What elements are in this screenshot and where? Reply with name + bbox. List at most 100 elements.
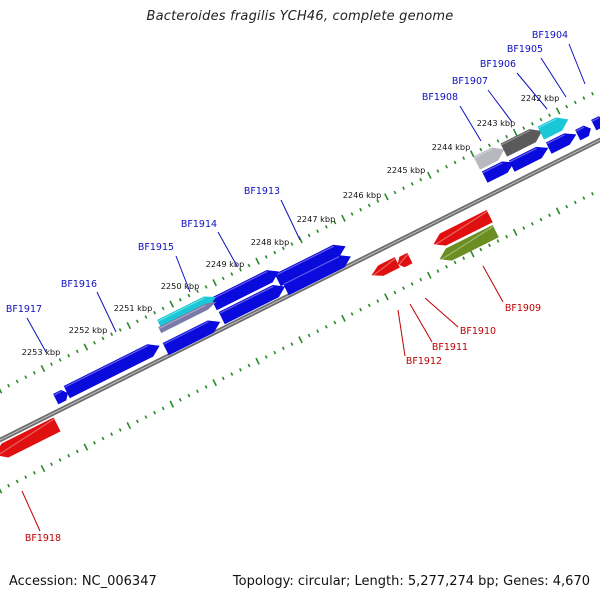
lower-tick-mark xyxy=(204,385,208,389)
lower-tick-mark xyxy=(187,393,191,398)
upper-tick-mark xyxy=(50,362,53,367)
lower-tick-mark xyxy=(539,217,543,222)
upper-tick-mark xyxy=(582,96,586,100)
lower-tick-mark xyxy=(290,342,294,346)
upper-tick-mark xyxy=(110,332,114,336)
gene-bf1913-lower xyxy=(282,255,351,296)
upper-tick-mark xyxy=(393,190,397,195)
upper-tick-mark xyxy=(67,353,71,358)
label-bf1906-leader xyxy=(516,72,548,110)
gene-bf1907 xyxy=(508,146,549,172)
lower-tick-mark xyxy=(101,436,105,441)
gene-bf1916-bevel xyxy=(64,345,149,388)
label-bf1912-leader xyxy=(397,309,406,357)
gene-bf1914-lower-bevel xyxy=(219,285,274,314)
upper-tick-mark xyxy=(350,212,354,216)
upper-tick-mark xyxy=(15,379,19,384)
label-bf1913-leader xyxy=(280,199,301,241)
upper-tick-mark xyxy=(426,171,432,179)
lower-tick-mark xyxy=(15,479,19,484)
upper-tick-mark xyxy=(187,293,191,298)
lower-tick-mark xyxy=(50,462,53,467)
upper-tick-mark xyxy=(453,160,457,165)
upper-tick-mark xyxy=(384,193,389,201)
upper-tick-mark xyxy=(290,242,294,246)
lower-tick-mark xyxy=(153,410,156,415)
label-bf1910-leader xyxy=(424,297,459,328)
gene-bf1904-bevel xyxy=(591,117,600,122)
lower-tick-mark xyxy=(161,406,165,411)
upper-tick-mark xyxy=(530,122,534,126)
upper-tick-mark xyxy=(196,289,199,294)
kbp-tick-label: 2247 kbp xyxy=(297,214,336,224)
kbp-tick-label: 2251 kbp xyxy=(114,303,153,313)
upper-tick-mark xyxy=(221,276,225,281)
upper-tick-mark xyxy=(93,340,96,345)
kbp-tick-label: 2252 kbp xyxy=(69,325,108,335)
gene-bf1907-bevel xyxy=(509,147,537,163)
lower-tick-mark xyxy=(496,239,500,243)
upper-tick-mark xyxy=(135,319,139,324)
lower-tick-mark xyxy=(426,271,432,279)
label-bf1913: BF1913 xyxy=(244,186,280,197)
upper-tick-mark xyxy=(505,134,509,139)
lower-tick-mark xyxy=(565,204,569,209)
upper-tick-mark xyxy=(238,268,242,272)
lower-tick-mark xyxy=(0,488,3,494)
lower-tick-mark xyxy=(393,290,397,295)
lower-tick-mark xyxy=(367,303,371,308)
lower-tick-mark xyxy=(212,379,217,387)
upper-tick-mark xyxy=(512,128,518,136)
upper-tick-mark xyxy=(496,139,500,143)
gene-bf1908 xyxy=(481,161,515,183)
lower-tick-mark xyxy=(384,293,389,301)
lower-tick-mark xyxy=(298,336,303,344)
upper-tick-mark xyxy=(376,199,380,203)
gene-bf1908-gray-bevel xyxy=(474,148,493,159)
lower-tick-mark xyxy=(264,355,268,359)
label-bf1904-leader xyxy=(568,43,586,85)
label-bf1918-leader xyxy=(21,490,41,532)
gene-bf1913-lower-bevel xyxy=(283,255,340,285)
upper-tick-mark xyxy=(212,279,217,287)
kbp-tick-label: 2242 kbp xyxy=(521,93,560,103)
gene-bf1906-cyan-bevel xyxy=(538,118,557,129)
label-bf1906: BF1906 xyxy=(480,59,516,70)
upper-tick-mark xyxy=(573,100,577,105)
upper-tick-mark xyxy=(58,358,62,362)
lower-tick-mark xyxy=(453,260,457,265)
lower-tick-mark xyxy=(135,419,139,424)
gene-bf1915-shadow-bevel xyxy=(158,304,206,329)
lower-tick-mark xyxy=(118,428,122,432)
upper-tick-mark xyxy=(40,364,46,373)
upper-tick-mark xyxy=(0,388,3,394)
lower-tick-mark xyxy=(359,307,363,312)
gene-bf1904 xyxy=(591,116,600,131)
lower-tick-mark xyxy=(479,247,483,252)
upper-tick-mark xyxy=(118,328,122,332)
label-bf1908: BF1908 xyxy=(422,92,458,103)
label-bf1912: BF1912 xyxy=(406,356,442,367)
upper-tick-mark xyxy=(32,371,36,375)
upper-tick-mark xyxy=(7,383,11,388)
label-bf1914: BF1914 xyxy=(181,219,217,230)
upper-tick-mark xyxy=(341,214,346,222)
upper-tick-mark xyxy=(462,156,466,160)
lower-tick-mark xyxy=(419,277,423,282)
upper-tick-mark xyxy=(83,343,89,351)
lower-tick-mark xyxy=(462,256,466,260)
label-bf1916-leader xyxy=(96,291,117,333)
upper-tick-mark xyxy=(522,126,526,130)
lower-tick-mark xyxy=(402,286,405,291)
label-bf1908-leader xyxy=(459,105,482,142)
gene-bf1918 xyxy=(0,417,61,458)
gene-bf1915-lower xyxy=(162,320,221,356)
gene-bf1917-bevel xyxy=(53,390,62,396)
label-bf1909-leader xyxy=(482,265,504,303)
lower-tick-mark xyxy=(178,398,182,402)
kbp-tick-label: 2250 kbp xyxy=(161,281,200,291)
kbp-tick-label: 2246 kbp xyxy=(343,190,382,200)
lower-tick-mark xyxy=(58,458,62,462)
upper-tick-mark xyxy=(126,322,132,330)
gene-bf1910-bevel xyxy=(440,226,494,261)
